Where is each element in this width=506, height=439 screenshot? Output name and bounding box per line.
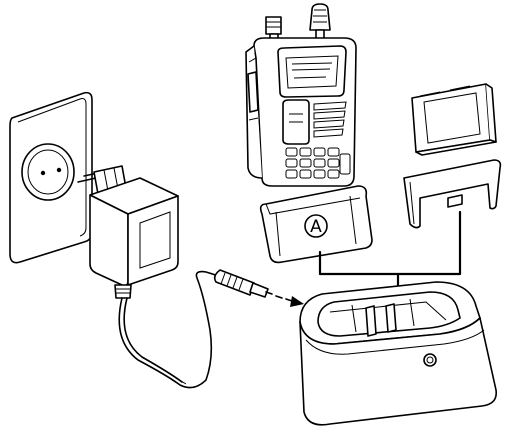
dc-plug <box>213 269 273 298</box>
adapter-a-label: A <box>310 217 322 237</box>
power-cable <box>118 270 225 389</box>
handheld-radio <box>245 3 357 187</box>
battery-pack <box>411 83 497 156</box>
charger-base <box>299 281 498 426</box>
charger-adapter-a: A <box>259 185 373 264</box>
ac-adapter <box>77 165 179 299</box>
plug-insert-arrow <box>275 295 304 307</box>
wall-outlet <box>9 91 93 264</box>
charger-spacer <box>403 159 502 229</box>
